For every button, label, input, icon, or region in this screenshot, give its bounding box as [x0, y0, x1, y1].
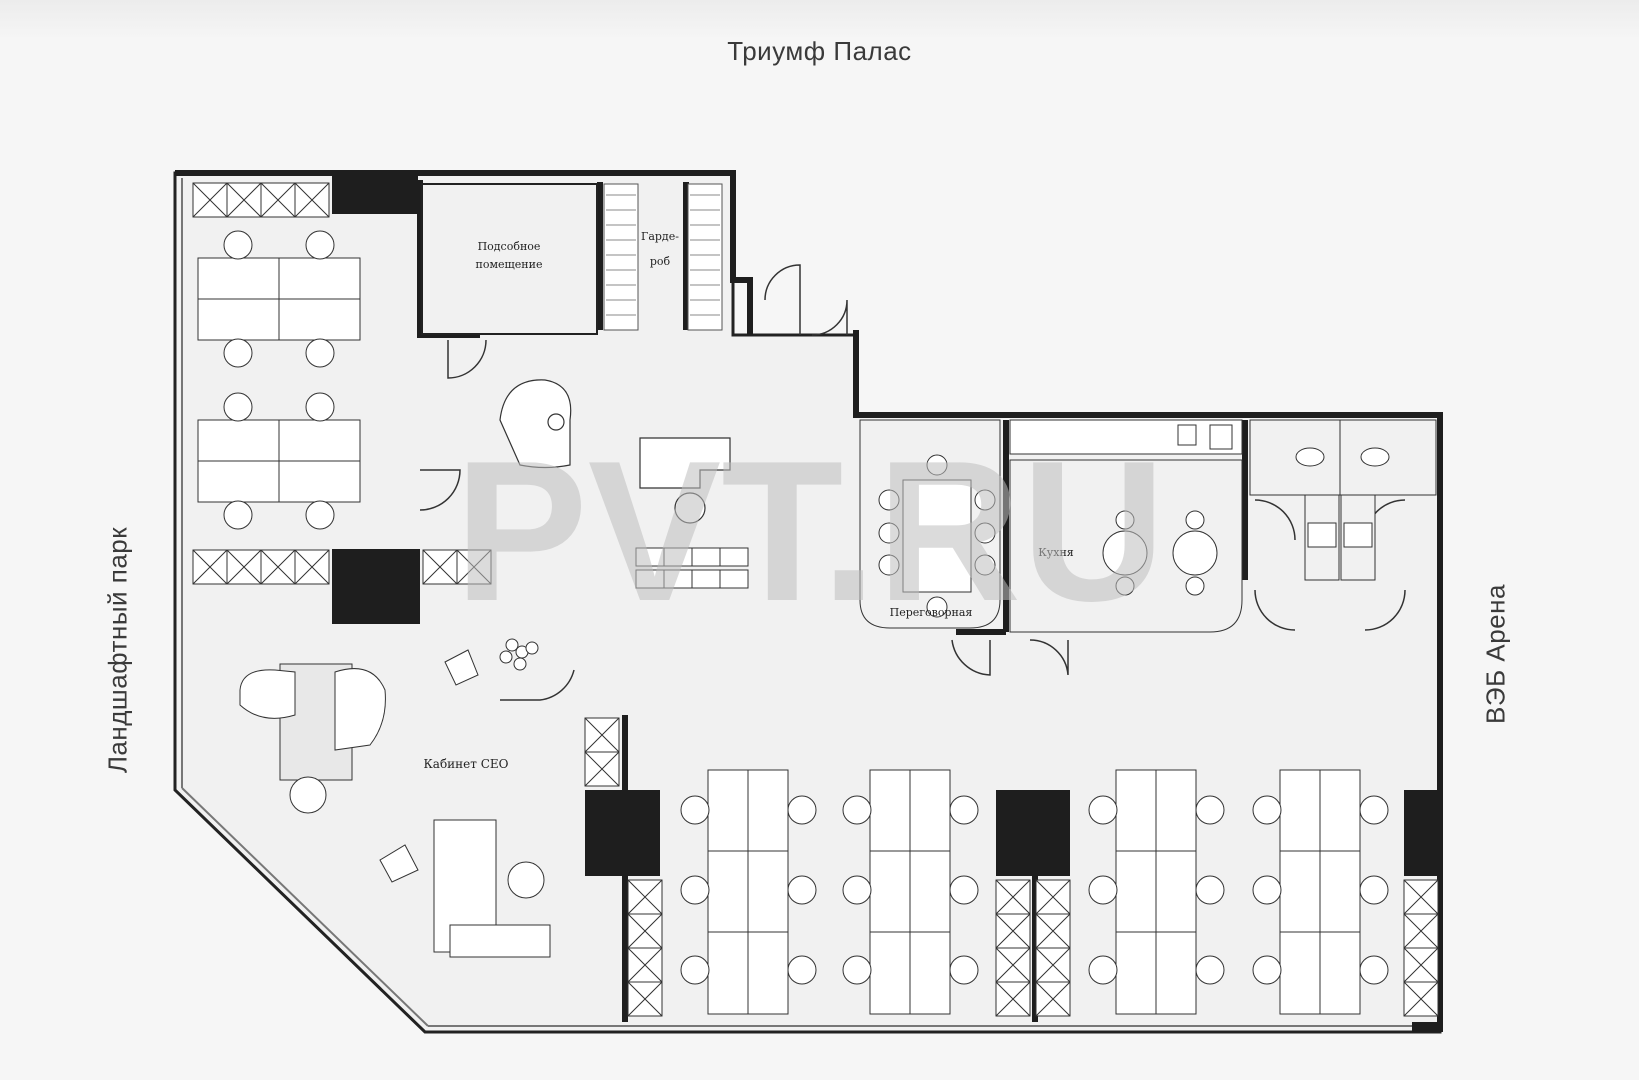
wardrobe-label-2: роб: [650, 255, 671, 268]
desk-clusters-bottom: [680, 769, 1389, 1015]
meeting-room-furniture: [859, 419, 1001, 629]
ceo-office-furniture: [239, 649, 551, 958]
utility-room-label-2: помещение: [476, 258, 543, 271]
neighbor-label-top: Триумф Палас: [727, 36, 912, 66]
kitchen-label: Кухня: [1038, 546, 1074, 559]
restrooms: [1249, 419, 1437, 581]
ceo-office-label: Кабинет CEO: [424, 757, 509, 771]
storage-cabinets: [192, 182, 1439, 1017]
watermark: PVT.RU: [454, 420, 1165, 643]
plant-icon: [499, 638, 539, 671]
wardrobe-label-1: Гарде-: [641, 230, 679, 243]
reception: [499, 379, 731, 524]
doors: [419, 264, 1406, 701]
utility-room-label-1: Подсобное: [478, 240, 541, 253]
meeting-room-label: Переговорная: [890, 606, 973, 619]
kitchen-furniture: [1009, 419, 1243, 633]
wardrobe: [603, 183, 723, 331]
utility-room: [421, 183, 598, 335]
desk-cluster-upper-left: [197, 230, 361, 530]
window-wall-diagonal: [181, 787, 429, 1027]
columns: [332, 176, 1442, 1032]
